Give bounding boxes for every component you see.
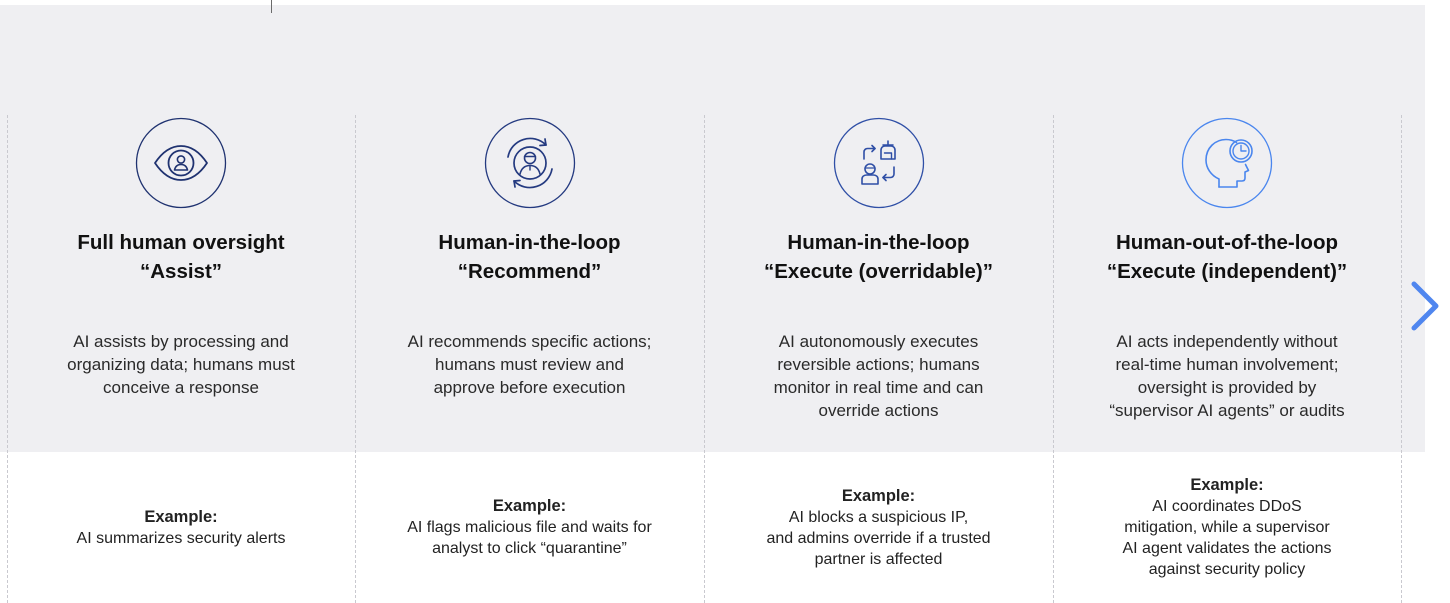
column-divider xyxy=(355,115,356,603)
example-label: Example: xyxy=(492,497,567,515)
stage-title: Human-in-the-loop “Execute (overridable)… xyxy=(704,228,1053,286)
stage-description-line: reversible actions; humans xyxy=(777,355,980,374)
stage-column-recommend: Human-in-the-loop “Recommend” AI recomme… xyxy=(355,0,704,603)
stage-title-line: “Recommend” xyxy=(457,260,602,283)
stage-description: AI autonomously executes reversible acti… xyxy=(704,330,1053,422)
column-divider xyxy=(1053,115,1054,603)
stage-example: Example: AI flags malicious file and wai… xyxy=(355,452,704,603)
stage-title-line: “Assist” xyxy=(139,260,223,283)
examples-panel xyxy=(0,452,1425,603)
example-label: Example: xyxy=(144,507,218,526)
example-line: analyst to click “quarantine” xyxy=(432,540,627,557)
progression-arrow xyxy=(1,281,1439,331)
example-label: Example: xyxy=(841,486,916,505)
stage-title-line: “Execute (independent)” xyxy=(1106,260,1348,283)
eye-person-icon xyxy=(135,117,227,209)
stage-column-assist: Full human oversight “Assist” AI assists… xyxy=(7,0,355,603)
stage-description-line: AI assists by processing and xyxy=(73,332,289,351)
arrow-head xyxy=(1411,281,1439,331)
person-cycle-icon xyxy=(484,117,576,209)
human-robot-exchange-icon xyxy=(833,117,925,209)
stage-description-line: AI autonomously executes xyxy=(778,332,979,351)
stage-title-line: “Execute (overridable)” xyxy=(764,260,993,283)
example-line: AI agent validates the actions xyxy=(1122,540,1332,557)
example-line: AI coordinates DDoS xyxy=(1152,498,1302,515)
head-clock-icon xyxy=(1181,117,1273,209)
example-line: AI flags malicious file and waits for xyxy=(407,519,652,536)
stage-title-line: Human-in-the-loop xyxy=(787,231,970,254)
stage-title: Full human oversight “Assist” xyxy=(7,228,355,286)
top-tick-mark xyxy=(271,0,272,13)
stage-title: Human-in-the-loop “Recommend” xyxy=(355,228,704,286)
example-line: and admins override if a trusted xyxy=(766,529,991,547)
column-divider xyxy=(1401,115,1402,603)
stage-description-line: “supervisor AI agents” or audits xyxy=(1109,401,1345,420)
example-line: AI summarizes security alerts xyxy=(76,529,286,547)
stage-title: Human-out-of-the-loop “Execute (independ… xyxy=(1053,228,1401,286)
stage-example: Example: AI coordinates DDoS mitigation,… xyxy=(1053,452,1401,603)
example-line: AI blocks a suspicious IP, xyxy=(788,508,969,526)
stage-description: AI acts independently without real-time … xyxy=(1053,330,1401,422)
stage-description-line: humans must review and xyxy=(435,355,624,374)
stage-title-line: Human-in-the-loop xyxy=(438,231,621,254)
example-line: partner is affected xyxy=(814,550,943,568)
column-divider xyxy=(7,115,8,603)
stage-column-execute-overridable: Human-in-the-loop “Execute (overridable)… xyxy=(704,0,1053,603)
stage-description-line: oversight is provided by xyxy=(1137,378,1317,397)
stage-title-line: Human-out-of-the-loop xyxy=(1115,231,1339,254)
stages-panel xyxy=(0,5,1425,452)
stage-description-line: organizing data; humans must xyxy=(67,355,295,374)
stage-description: AI assists by processing and organizing … xyxy=(7,330,355,399)
example-line: against security policy xyxy=(1148,561,1306,578)
example-label: Example: xyxy=(1190,476,1264,494)
stage-example: Example: AI blocks a suspicious IP, and … xyxy=(704,452,1053,603)
stage-description-line: AI acts independently without xyxy=(1116,332,1338,351)
stage-description-line: real-time human involvement; xyxy=(1115,355,1339,374)
stage-column-execute-independent: Human-out-of-the-loop “Execute (independ… xyxy=(1053,0,1401,603)
stage-example: Example: AI summarizes security alerts xyxy=(7,452,355,603)
stage-description-line: approve before execution xyxy=(433,378,626,397)
stage-description-line: monitor in real time and can xyxy=(773,378,984,397)
stage-description-line: override actions xyxy=(818,401,939,420)
column-divider xyxy=(704,115,705,603)
stage-description-line: conceive a response xyxy=(103,378,259,397)
stage-description-line: AI recommends specific actions; xyxy=(407,332,652,351)
stage-title-line: Full human oversight xyxy=(77,231,285,254)
top-strip xyxy=(0,0,1450,5)
stage-description: AI recommends specific actions; humans m… xyxy=(355,330,704,399)
example-line: mitigation, while a supervisor xyxy=(1124,519,1330,536)
